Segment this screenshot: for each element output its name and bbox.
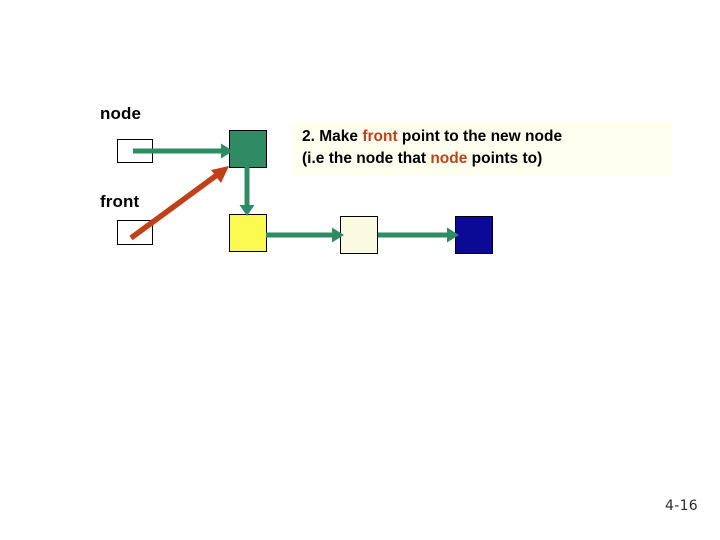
node-pointer-cell [117, 139, 153, 163]
node-pointer-label: node [100, 104, 142, 123]
front-pointer-cell [117, 220, 153, 245]
callout-line1-highlight: front [362, 128, 398, 145]
callout-line1-part1: 2. Make [302, 128, 363, 145]
queue2-to-queue3-arrow [378, 227, 459, 243]
callout-line2-part2: points to) [467, 150, 543, 167]
callout-line2-highlight: node [430, 150, 468, 167]
queue1-to-queue2-arrow [266, 227, 344, 243]
queue-cell-3 [455, 216, 493, 254]
callout-line-1: 2. Make front point to the new node [302, 126, 664, 148]
queue-cell-2 [340, 216, 378, 254]
front-pointer-label: front [100, 192, 140, 211]
new-node-cell [229, 130, 267, 168]
callout-line1-part2: point to the new node [397, 128, 563, 145]
page-number: 4-16 [665, 498, 698, 514]
instruction-callout: 2. Make front point to the new node (i.e… [292, 122, 672, 176]
queue-cell-1 [229, 214, 267, 252]
new-node-to-queue1-arrow [239, 166, 255, 216]
callout-line2-part1: (i.e the node that [302, 150, 431, 167]
callout-line-2: (i.e the node that node points to) [302, 148, 664, 170]
